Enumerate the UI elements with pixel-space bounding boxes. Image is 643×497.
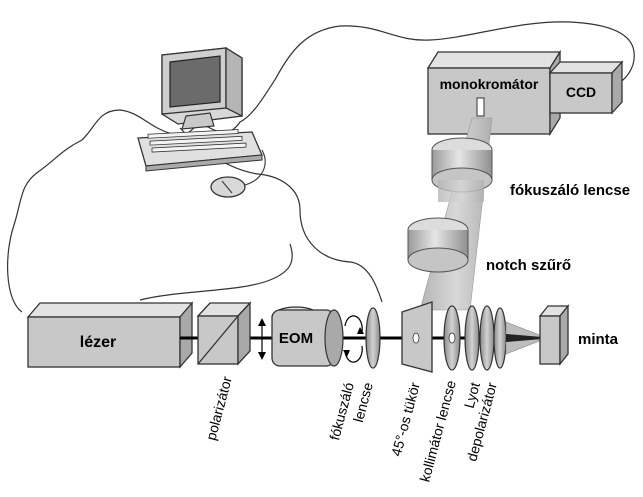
polarization-arrow-icon: [258, 318, 266, 360]
polarizer-cube: [196, 301, 252, 366]
monochromator-box: [426, 49, 562, 137]
ccd-box: [548, 60, 624, 115]
eom-cylinder: [271, 306, 344, 367]
sample-block: [538, 304, 570, 366]
focusing-lens-top-label: fókuszáló lencse: [510, 182, 630, 199]
laser-to-pc-cable-2: [139, 243, 293, 301]
collimator-label: kollimátor lencse: [416, 378, 458, 483]
ccd-label: CCD: [566, 84, 596, 100]
lyot-depolarizer: [464, 305, 507, 371]
notch-filter-vertical: [407, 217, 469, 273]
eom-label: EOM: [279, 330, 313, 347]
control-cable: [7, 21, 635, 313]
pc-to-laser-cable: [179, 127, 383, 303]
collimator-lens: [443, 305, 461, 371]
focusing-lens-vertical: [431, 137, 493, 202]
monochromator-label: monokromátor: [440, 76, 539, 92]
laser-label: lézer: [80, 334, 116, 351]
notch-filter-label: notch szűrő: [486, 257, 571, 274]
rotation-arrows-icon: [343, 315, 364, 363]
lyot-label-1: Lyot: [461, 381, 483, 410]
polarizer-label: polarizátor: [203, 374, 235, 442]
focusing-lens-horizontal: [365, 307, 381, 369]
computer-icon: [137, 46, 266, 198]
mirror-label: 45°-os tükör: [388, 380, 423, 458]
sample-label: minta: [578, 331, 619, 348]
laser-box: [26, 301, 194, 369]
mirror-45deg: [401, 301, 433, 373]
